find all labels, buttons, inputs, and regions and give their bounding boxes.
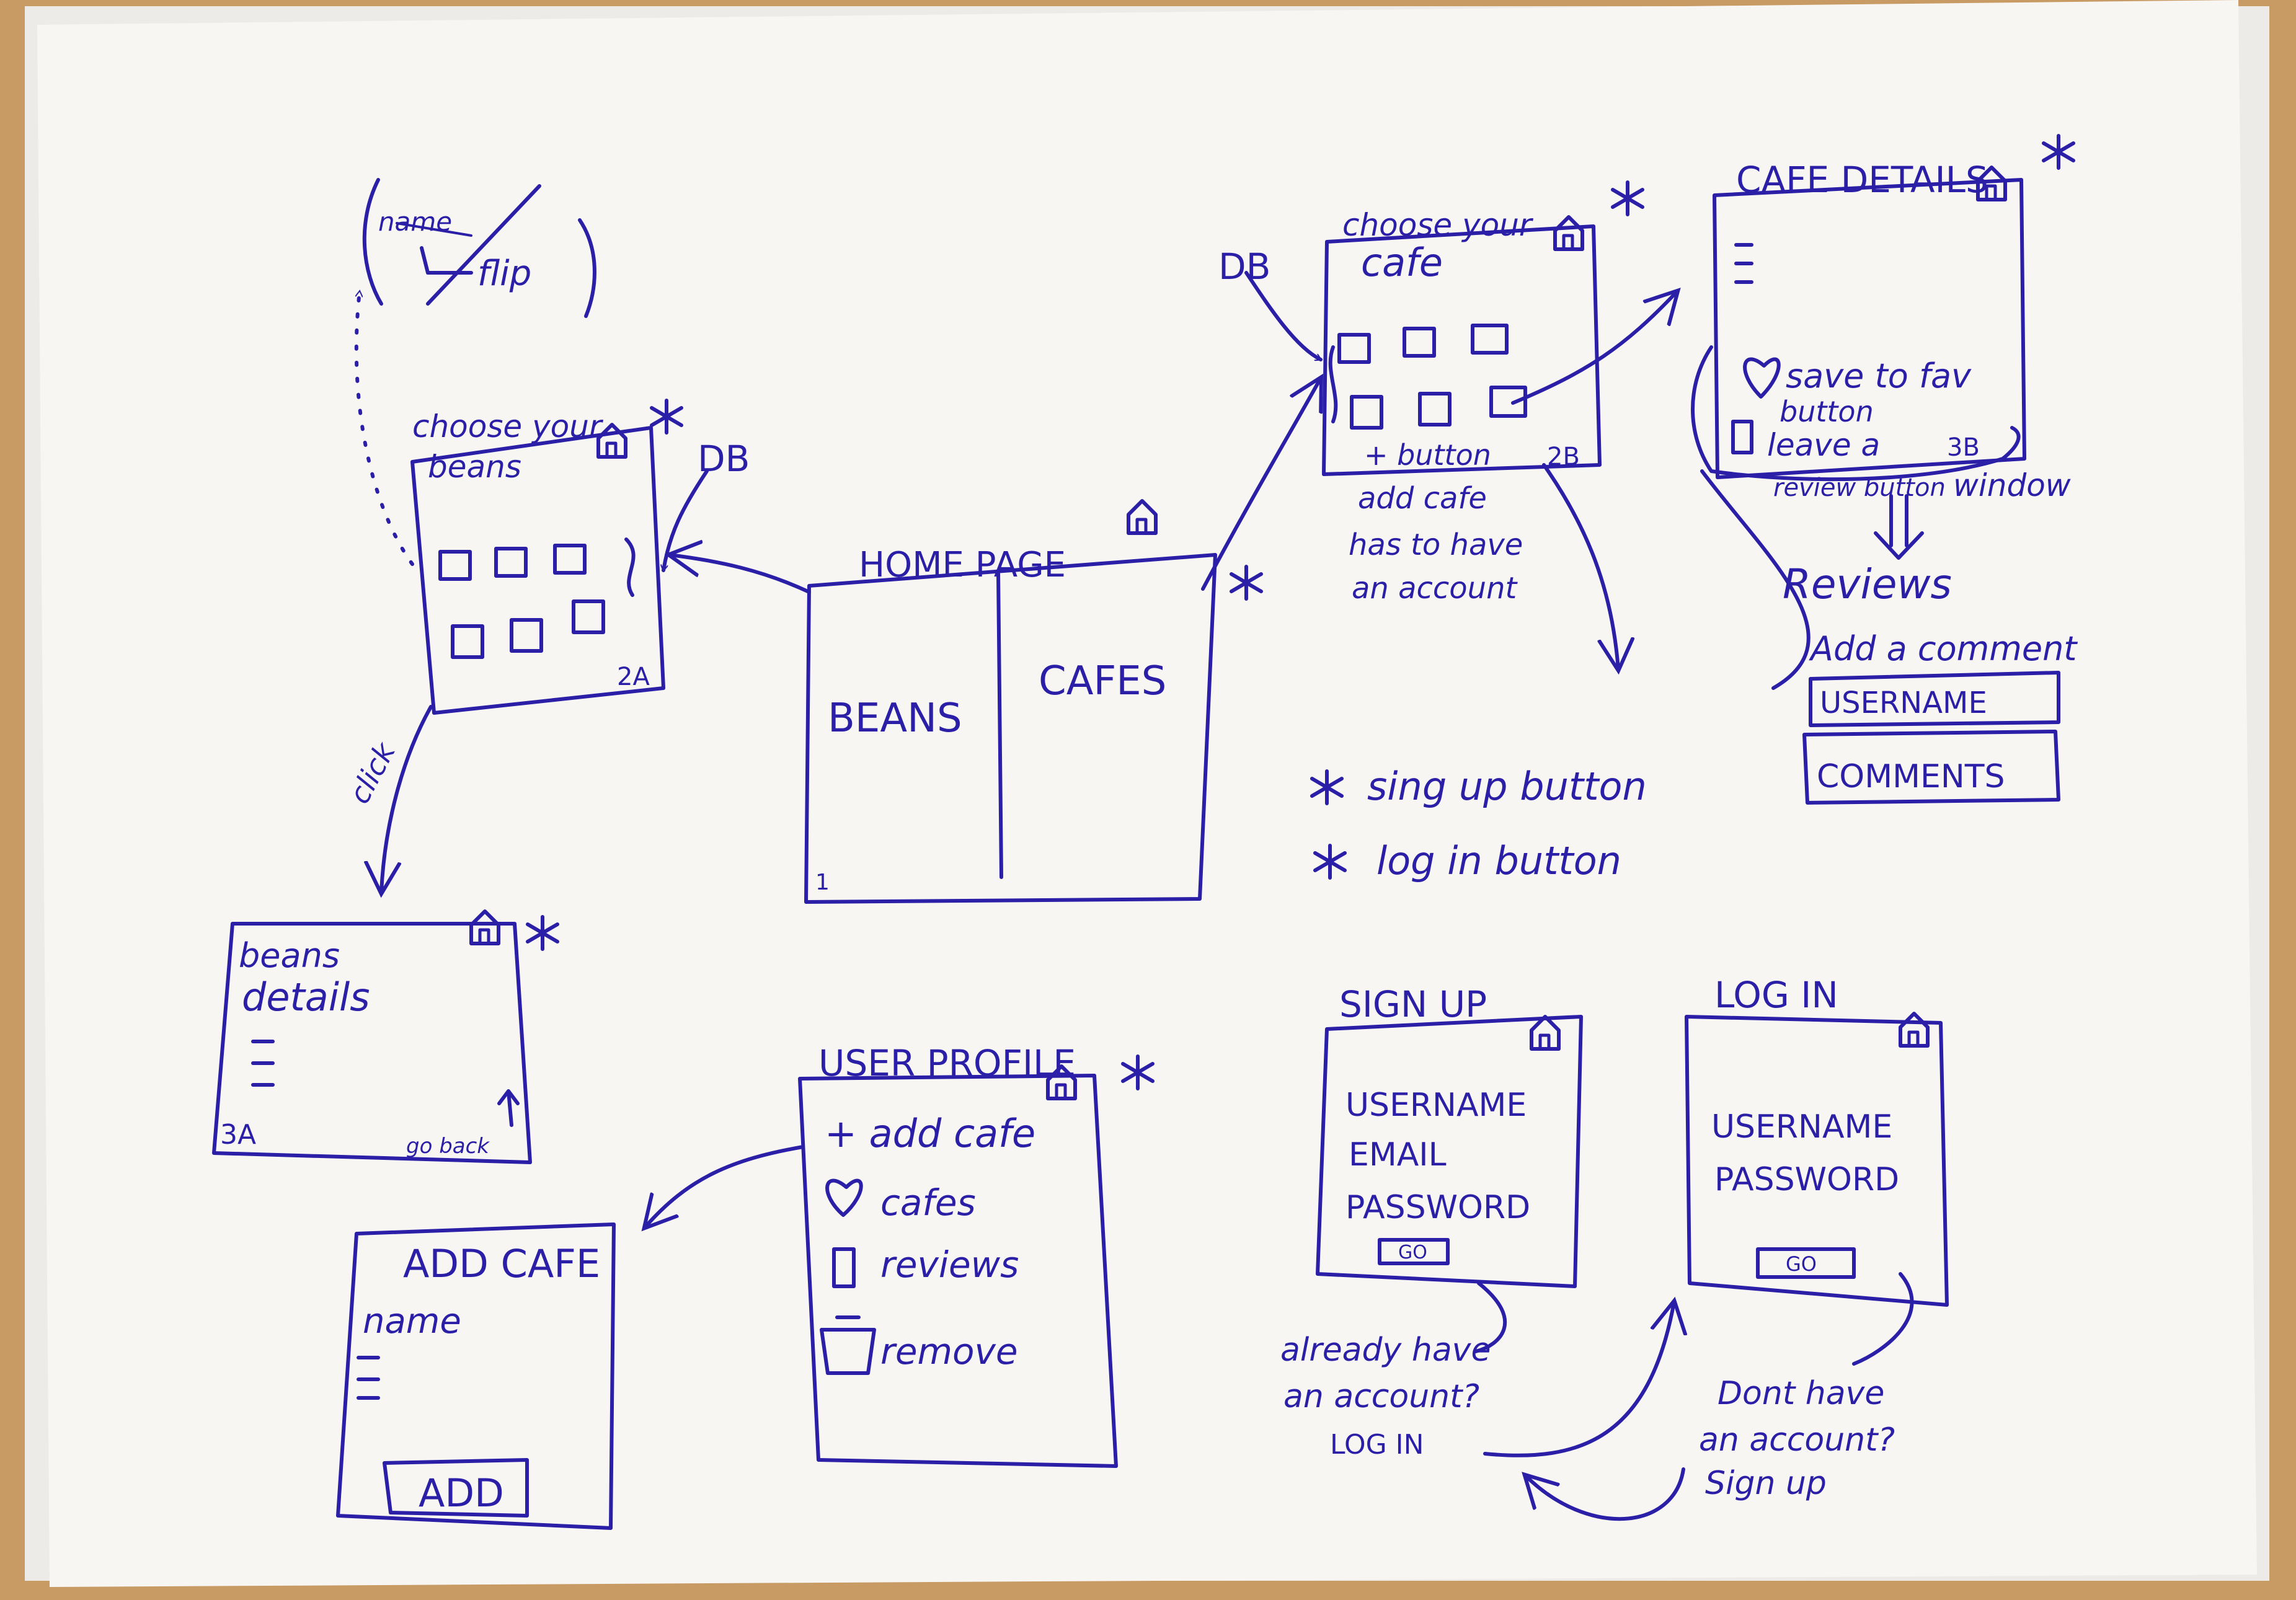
add-cafe-name-field: name — [363, 1301, 461, 1341]
review-icon — [1731, 420, 1753, 454]
add-cafe-title: ADD CAFE — [403, 1241, 600, 1286]
cafe-page-number: 2B — [1547, 443, 1580, 471]
sign-up-email: EMAIL — [1349, 1136, 1447, 1173]
cafe-plus-button-label: + button — [1364, 438, 1491, 472]
arrow-cafe-to-details — [1511, 291, 1677, 405]
reviews-sketch — [1802, 671, 2060, 805]
choose-beans-sketch — [354, 290, 709, 715]
add-cafe-sketch — [336, 1222, 616, 1530]
log-in-title: LOG IN — [1714, 974, 1838, 1016]
cafe-thumbnails — [1337, 324, 1527, 430]
log-in-username: USERNAME — [1711, 1108, 1892, 1146]
flip-text: flip — [477, 254, 531, 294]
sign-up-username: USERNAME — [1345, 1087, 1527, 1124]
beans-details-title-line1: beans — [239, 936, 340, 975]
legend-signup: sing up button — [1367, 764, 1647, 809]
add-button-box — [383, 1458, 529, 1518]
heart-icon — [825, 1178, 863, 1217]
comments-box — [1802, 730, 2060, 805]
cafe-note-line1: add cafe — [1358, 481, 1487, 516]
sign-up-sketch — [1316, 1015, 1674, 1457]
beans-db-label: DB — [698, 438, 750, 480]
home-page-number: 1 — [815, 870, 830, 895]
arrow-home-to-cafe — [1201, 378, 1321, 591]
user-profile-title: USER PROFILE — [818, 1042, 1076, 1084]
leave-review-line2: review button — [1773, 474, 1946, 502]
user-profile-sketch — [645, 1056, 1153, 1468]
home-page-sketch — [804, 501, 1261, 904]
sign-up-title: SIGN UP — [1339, 983, 1487, 1025]
paper-sheet — [37, 0, 2257, 1587]
add-cafe-button[interactable]: ADD — [419, 1470, 504, 1516]
arrow-beans-to-details — [381, 705, 433, 893]
heart-icon — [1743, 357, 1781, 399]
home-cafes-label: CAFES — [1039, 658, 1166, 704]
cafe-details-sketch — [1691, 136, 2073, 690]
profile-add-cafe: + add cafe — [825, 1111, 1035, 1156]
dont-have-line1: Dont have — [1718, 1375, 1884, 1412]
cafe-note-line2: has to have — [1349, 528, 1523, 562]
home-beans-label: BEANS — [828, 696, 962, 741]
cafe-details-number: 3B — [1947, 433, 1980, 462]
bean-thumbnails — [438, 544, 605, 659]
cafe-details-title: CAFE DETAILS — [1736, 159, 1988, 201]
cafe-title-line2: cafe — [1361, 240, 1443, 285]
flip-crossed-text: name — [378, 206, 452, 237]
log-in-sketch — [1525, 1014, 1949, 1521]
flip-note — [362, 178, 596, 318]
already-have-line1: already have — [1280, 1332, 1491, 1369]
trash-icon — [820, 1315, 876, 1375]
cafe-title-line1: choose your — [1342, 207, 1534, 243]
home-page-title: HOME PAGE — [859, 545, 1066, 585]
beans-details-number: 3A — [220, 1119, 256, 1151]
sign-up-link[interactable]: Sign up — [1705, 1465, 1827, 1502]
review-icon — [832, 1247, 856, 1288]
review-comments-field: COMMENTS — [1817, 758, 2005, 795]
window-label: window — [1953, 467, 2071, 503]
dont-have-line2: an account? — [1699, 1421, 1895, 1459]
sign-up-password: PASSWORD — [1345, 1189, 1530, 1226]
already-have-line2: an account? — [1283, 1378, 1479, 1415]
leave-review-line1: leave a — [1767, 427, 1880, 463]
beans-details-title-line2: details — [242, 975, 370, 1020]
go-back-label: go back — [406, 1134, 490, 1159]
username-box — [1809, 671, 2060, 727]
reviews-subtitle: Add a comment — [1809, 629, 2078, 668]
profile-reviews: reviews — [880, 1244, 1019, 1286]
beans-page-number: 2A — [617, 663, 650, 691]
beans-title-line1: choose your — [412, 409, 604, 444]
log-in-link[interactable]: LOG IN — [1330, 1429, 1424, 1461]
cafe-note-line3: an account — [1352, 571, 1518, 606]
save-fav-line2: button — [1780, 395, 1874, 428]
choose-cafe-sketch — [1244, 182, 1642, 670]
go-button-box — [1378, 1238, 1450, 1265]
beans-title-line2: beans — [428, 449, 521, 485]
save-fav-line1: save to fav — [1786, 356, 1972, 396]
profile-cafes: cafes — [880, 1182, 976, 1224]
sign-up-go-button[interactable]: GO — [1398, 1242, 1427, 1263]
go-button-box — [1756, 1247, 1856, 1279]
arrow-home-to-beans — [670, 555, 811, 594]
reviews-title: Reviews — [1783, 560, 1952, 608]
log-in-go-button[interactable]: GO — [1786, 1252, 1817, 1276]
beans-details-sketch — [212, 911, 557, 1164]
cafe-db-label: DB — [1218, 245, 1270, 288]
log-in-password: PASSWORD — [1714, 1161, 1899, 1198]
review-username-field: USERNAME — [1820, 686, 1987, 720]
profile-remove: remove — [880, 1330, 1018, 1372]
legend-login: log in button — [1376, 838, 1621, 883]
